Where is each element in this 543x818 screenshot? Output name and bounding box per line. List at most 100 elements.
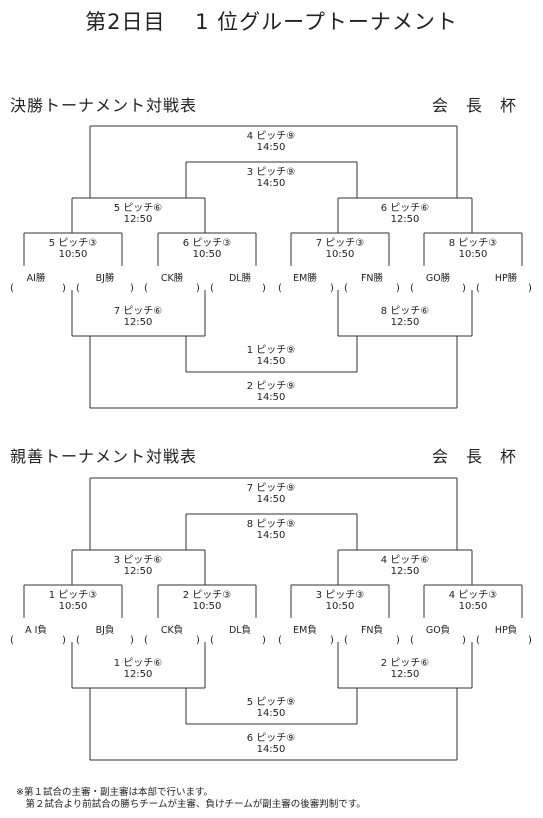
pitch-label: 5 ピッチ③	[48, 238, 98, 249]
match-time: 14:50	[256, 494, 286, 505]
match-time: 14:50	[256, 392, 286, 403]
pitch-label: 1 ピッチ⑨	[246, 345, 296, 356]
score-paren-close: )	[130, 283, 134, 294]
match-time: 10:50	[192, 601, 222, 612]
match-time: 10:50	[58, 601, 88, 612]
cup-label: 会長杯	[432, 96, 517, 115]
score-paren-open: (	[210, 635, 214, 646]
team-label: BJ勝	[95, 273, 115, 284]
team-label: EM負	[293, 625, 317, 636]
team-label: HP勝	[494, 273, 518, 284]
score-paren-close: )	[130, 635, 134, 646]
match-time: 12:50	[390, 669, 420, 680]
pitch-label: 4 ピッチ⑥	[380, 555, 430, 566]
score-paren-open: (	[278, 283, 282, 294]
team-label: BJ負	[95, 625, 115, 636]
score-paren-close: )	[62, 283, 66, 294]
score-paren-open: (	[10, 283, 14, 294]
team-label: CK負	[160, 625, 184, 636]
score-paren-close: )	[528, 283, 532, 294]
match-time: 10:50	[458, 601, 488, 612]
score-paren-close: )	[462, 283, 466, 294]
match-time: 12:50	[390, 214, 420, 225]
score-paren-close: )	[528, 635, 532, 646]
pitch-label: 6 ピッチ⑥	[380, 203, 430, 214]
score-paren-open: (	[278, 635, 282, 646]
match-time: 14:50	[256, 178, 286, 189]
note-line: ※第１試合の主審・副主審は本部で行います。	[16, 787, 214, 798]
match-time: 14:50	[256, 530, 286, 541]
pitch-label: 3 ピッチ③	[315, 590, 365, 601]
score-paren-close: )	[262, 635, 266, 646]
section-title: 決勝トーナメント対戦表	[10, 96, 198, 115]
pitch-label: 7 ピッチ③	[315, 238, 365, 249]
score-paren-open: (	[344, 283, 348, 294]
pitch-label: 4 ピッチ③	[448, 590, 498, 601]
match-time: 14:50	[256, 356, 286, 367]
score-paren-close: )	[62, 635, 66, 646]
team-label: FN勝	[360, 273, 384, 284]
team-label: GO勝	[425, 273, 451, 284]
footnote: ※第１試合の主審・副主審は本部で行います。 第２試合より前試合の勝ちチームが主審…	[16, 787, 366, 811]
match-time: 14:50	[256, 142, 286, 153]
pitch-label: 2 ピッチ⑥	[380, 658, 430, 669]
pitch-label: 3 ピッチ⑨	[246, 167, 296, 178]
score-paren-close: )	[196, 283, 200, 294]
match-time: 10:50	[325, 601, 355, 612]
match-time: 10:50	[192, 249, 222, 260]
match-time: 12:50	[123, 669, 153, 680]
bracket-lines	[23, 125, 523, 409]
pitch-label: 1 ピッチ③	[48, 590, 98, 601]
pitch-label: 8 ピッチ⑨	[246, 519, 296, 530]
score-paren-open: (	[76, 283, 80, 294]
match-time: 12:50	[123, 214, 153, 225]
match-time: 12:50	[123, 566, 153, 577]
team-label: DL負	[228, 625, 252, 636]
pitch-label: 7 ピッチ⑨	[246, 483, 296, 494]
score-paren-open: (	[410, 635, 414, 646]
score-paren-open: (	[76, 635, 80, 646]
section-title: 親善トーナメント対戦表	[10, 447, 198, 466]
pitch-label: 5 ピッチ⑨	[246, 697, 296, 708]
match-time: 12:50	[123, 317, 153, 328]
pitch-label: 5 ピッチ⑥	[113, 203, 163, 214]
score-paren-open: (	[344, 635, 348, 646]
match-time: 10:50	[325, 249, 355, 260]
team-label: DL勝	[228, 273, 252, 284]
pitch-label: 7 ピッチ⑥	[113, 306, 163, 317]
score-paren-open: (	[144, 635, 148, 646]
match-time: 12:50	[390, 566, 420, 577]
pitch-label: 3 ピッチ⑥	[113, 555, 163, 566]
match-time: 12:50	[390, 317, 420, 328]
match-time: 10:50	[458, 249, 488, 260]
score-paren-open: (	[10, 635, 14, 646]
team-label: A I負	[25, 625, 47, 636]
page-title: 第2日目 1 位グループトーナメント	[85, 10, 458, 34]
team-label: CK勝	[160, 273, 184, 284]
cup-label: 会長杯	[432, 447, 517, 466]
score-paren-open: (	[476, 283, 480, 294]
score-paren-open: (	[210, 283, 214, 294]
score-paren-open: (	[410, 283, 414, 294]
pitch-label: 2 ピッチ⑨	[246, 381, 296, 392]
pitch-label: 2 ピッチ③	[182, 590, 232, 601]
score-paren-open: (	[144, 283, 148, 294]
score-paren-close: )	[196, 635, 200, 646]
score-paren-close: )	[330, 283, 334, 294]
pitch-label: 6 ピッチ⑨	[246, 733, 296, 744]
